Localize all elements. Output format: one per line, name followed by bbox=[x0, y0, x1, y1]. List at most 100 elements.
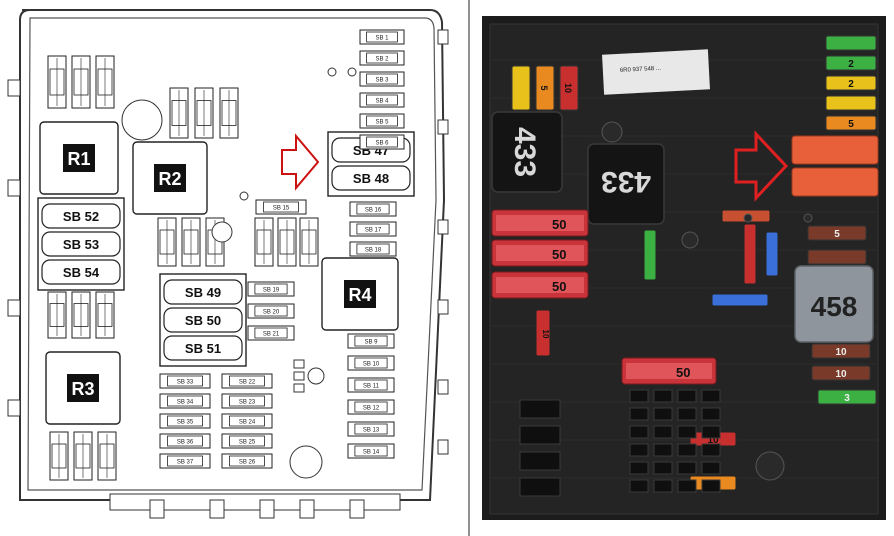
mounting-hole bbox=[327, 67, 337, 77]
fuse-sb36: SB 36 bbox=[159, 433, 211, 449]
svg-text:SB 33: SB 33 bbox=[177, 380, 194, 386]
side-tab bbox=[437, 299, 449, 315]
svg-text:5: 5 bbox=[539, 85, 549, 90]
side-tab bbox=[437, 219, 449, 235]
label-text: 6R0 937 548 ... bbox=[620, 66, 662, 74]
bottom-pin bbox=[149, 499, 165, 519]
highlighted-fuse-bottom bbox=[791, 167, 879, 197]
svg-text:R1: R1 bbox=[67, 149, 90, 169]
fuse-sb6: SB 6 bbox=[359, 134, 405, 150]
svg-text:R4: R4 bbox=[348, 285, 371, 305]
fuse-sb2: SB 2 bbox=[359, 50, 405, 66]
svg-text:SB 53: SB 53 bbox=[63, 237, 99, 252]
blade-fuse-right-lower: 10 bbox=[811, 343, 871, 359]
fuse-sb26: SB 26 bbox=[221, 453, 273, 469]
side-tab bbox=[437, 379, 449, 395]
fuse-sb34: SB 34 bbox=[159, 393, 211, 409]
bottom-connector bbox=[109, 493, 401, 511]
side-tab bbox=[7, 179, 21, 197]
maxi-fuse-50a: 50 bbox=[491, 271, 589, 299]
fuse-sb24: SB 24 bbox=[221, 413, 273, 429]
blade-fuse-10a bbox=[535, 309, 551, 357]
fuse-sb33: SB 33 bbox=[159, 373, 211, 389]
svg-text:SB 16: SB 16 bbox=[365, 208, 382, 214]
blade-fuse-right-lower: 10 bbox=[811, 365, 871, 381]
fuse-sb15: SB 15 bbox=[255, 199, 307, 215]
svg-text:2: 2 bbox=[848, 79, 854, 90]
empty-slot bbox=[677, 461, 697, 475]
mounting-hole bbox=[307, 367, 325, 385]
fuse-sb12: SB 12 bbox=[347, 399, 395, 415]
empty-slot bbox=[677, 425, 697, 439]
blade-fuse-right-lower: 3 bbox=[817, 389, 877, 405]
small-fuse bbox=[299, 217, 319, 267]
bottom-pin bbox=[259, 499, 275, 519]
svg-text:SB 24: SB 24 bbox=[239, 420, 256, 426]
svg-text:50: 50 bbox=[676, 365, 690, 380]
small-fuse bbox=[47, 291, 67, 339]
side-tab bbox=[7, 79, 21, 97]
svg-text:50: 50 bbox=[552, 247, 566, 262]
svg-text:SB 34: SB 34 bbox=[177, 400, 194, 406]
svg-text:R2: R2 bbox=[158, 169, 181, 189]
empty-slot bbox=[519, 451, 561, 471]
fuse-block-sb52-54: SB 52 SB 53 SB 54 bbox=[37, 197, 125, 291]
svg-text:50: 50 bbox=[552, 217, 566, 232]
relay-433-left: 433 bbox=[491, 111, 563, 193]
svg-text:SB 52: SB 52 bbox=[63, 209, 99, 224]
svg-text:10: 10 bbox=[707, 435, 719, 446]
blade-fuse-right bbox=[825, 35, 877, 51]
terminal-bolt bbox=[601, 121, 623, 143]
small-fuse bbox=[73, 431, 93, 481]
fuse-sb21: SB 21 bbox=[247, 325, 295, 341]
terminal-bolt bbox=[755, 451, 785, 481]
svg-text:SB 26: SB 26 bbox=[239, 460, 256, 466]
terminal-bolt bbox=[743, 213, 753, 223]
fuse-sb10: SB 10 bbox=[347, 355, 395, 371]
fuse-sb17: SB 17 bbox=[349, 221, 397, 237]
fuse-sb37: SB 37 bbox=[159, 453, 211, 469]
mounting-hole bbox=[121, 99, 163, 141]
svg-text:SB 17: SB 17 bbox=[365, 228, 382, 234]
blade-fuse-mid bbox=[643, 229, 657, 281]
fuse-sb11: SB 11 bbox=[347, 377, 395, 393]
svg-text:SB 2: SB 2 bbox=[375, 57, 389, 63]
svg-text:SB 25: SB 25 bbox=[239, 440, 256, 446]
side-tab bbox=[437, 29, 449, 45]
svg-text:433: 433 bbox=[601, 165, 651, 198]
small-fuse bbox=[169, 87, 189, 139]
side-tab bbox=[437, 119, 449, 135]
mounting-hole bbox=[211, 221, 233, 243]
svg-text:SB 4: SB 4 bbox=[375, 99, 389, 105]
marker bbox=[293, 383, 305, 393]
small-fuse bbox=[97, 431, 117, 481]
empty-slot bbox=[653, 461, 673, 475]
empty-slot bbox=[677, 479, 697, 493]
svg-text:SB 54: SB 54 bbox=[63, 265, 100, 280]
svg-text:SB 19: SB 19 bbox=[263, 288, 280, 294]
empty-slot bbox=[653, 425, 673, 439]
svg-text:50: 50 bbox=[552, 279, 566, 294]
svg-text:R3: R3 bbox=[71, 379, 94, 399]
svg-text:SB 13: SB 13 bbox=[363, 428, 380, 434]
svg-text:SB 18: SB 18 bbox=[365, 248, 382, 254]
side-tab bbox=[7, 299, 21, 317]
empty-slot bbox=[701, 425, 721, 439]
small-fuse bbox=[254, 217, 274, 267]
svg-text:433: 433 bbox=[508, 127, 541, 177]
bottom-pin bbox=[349, 499, 365, 519]
empty-slot bbox=[629, 461, 649, 475]
blade-fuse-mid bbox=[743, 223, 757, 285]
relay-433-center: 433 bbox=[587, 143, 665, 225]
empty-slot bbox=[701, 479, 721, 493]
side-tab bbox=[437, 439, 449, 455]
relay-r4: R4 bbox=[321, 257, 399, 331]
empty-slot bbox=[653, 443, 673, 457]
svg-text:SB 14: SB 14 bbox=[363, 450, 380, 456]
svg-text:SB 37: SB 37 bbox=[177, 460, 194, 466]
bottom-pin bbox=[299, 499, 315, 519]
mounting-hole bbox=[289, 445, 323, 479]
blade-fuse: 5 bbox=[535, 65, 555, 111]
mounting-hole bbox=[347, 67, 357, 77]
